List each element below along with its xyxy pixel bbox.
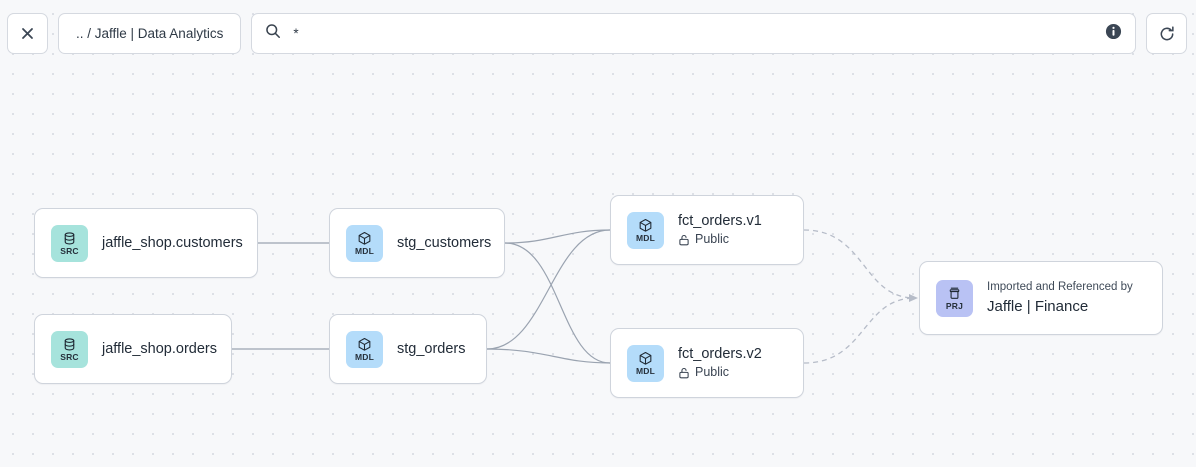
prj-badge: PRJ bbox=[936, 279, 973, 317]
toolbar: .. / Jaffle | Data Analytics bbox=[7, 13, 1187, 54]
cube-icon bbox=[357, 337, 372, 353]
src-badge-label: SRC bbox=[60, 245, 79, 256]
node-title: stg_customers bbox=[397, 234, 492, 251]
node-body: stg_orders bbox=[397, 340, 466, 358]
node-body: fct_orders.v1 Public bbox=[678, 212, 762, 248]
edge-stg-customers-to-fct-v2 bbox=[504, 242, 611, 364]
node-title: Jaffle | Finance bbox=[987, 297, 1089, 315]
node-title: jaffle_shop.customers bbox=[102, 234, 243, 251]
unlock-icon bbox=[678, 234, 690, 246]
search-icon bbox=[265, 23, 281, 44]
database-icon bbox=[62, 231, 77, 247]
node-access: Public bbox=[678, 365, 762, 381]
src-badge: SRC bbox=[51, 330, 88, 368]
mdl-badge: MDL bbox=[627, 211, 664, 249]
mdl-badge-label: MDL bbox=[635, 365, 655, 376]
node-title: fct_orders.v2 bbox=[678, 346, 762, 363]
node-body: stg_customers bbox=[397, 234, 492, 252]
mdl-badge: MDL bbox=[346, 224, 383, 262]
node-body: Imported and Referenced by Jaffle | Fina… bbox=[987, 280, 1133, 316]
graph-node-project-jaffle-finance[interactable]: PRJ Imported and Referenced by Jaffle | … bbox=[919, 261, 1163, 335]
project-icon bbox=[947, 286, 962, 302]
refresh-icon bbox=[1158, 25, 1176, 43]
graph-node-fct-orders-v1[interactable]: MDL fct_orders.v1 Public bbox=[610, 195, 804, 265]
unlock-icon bbox=[678, 367, 690, 379]
graph-node-src-orders[interactable]: SRC jaffle_shop.orders bbox=[34, 314, 232, 384]
search-input[interactable] bbox=[293, 14, 1093, 53]
mdl-badge-label: MDL bbox=[354, 351, 374, 362]
node-title: fct_orders.v1 bbox=[678, 213, 762, 230]
src-badge-label: SRC bbox=[60, 351, 79, 362]
node-body: jaffle_shop.customers bbox=[102, 234, 243, 252]
info-icon[interactable] bbox=[1105, 23, 1122, 45]
graph-node-stg-customers[interactable]: MDL stg_customers bbox=[329, 208, 505, 278]
node-body: fct_orders.v2 Public bbox=[678, 345, 762, 381]
mdl-badge: MDL bbox=[346, 330, 383, 368]
graph-node-stg-orders[interactable]: MDL stg_orders bbox=[329, 314, 487, 384]
node-title: jaffle_shop.orders bbox=[102, 340, 218, 357]
breadcrumb-label: .. / Jaffle | Data Analytics bbox=[76, 26, 224, 41]
mdl-badge: MDL bbox=[627, 344, 664, 382]
node-kicker: Imported and Referenced by bbox=[987, 280, 1133, 293]
database-icon bbox=[62, 337, 77, 353]
search-field[interactable] bbox=[251, 13, 1136, 54]
close-icon bbox=[20, 26, 35, 41]
cube-icon bbox=[638, 218, 653, 234]
node-access-label: Public bbox=[695, 365, 730, 380]
cube-icon bbox=[638, 351, 653, 367]
graph-node-src-customers[interactable]: SRC jaffle_shop.customers bbox=[34, 208, 258, 278]
graph-node-fct-orders-v2[interactable]: MDL fct_orders.v2 Public bbox=[610, 328, 804, 398]
breadcrumb[interactable]: .. / Jaffle | Data Analytics bbox=[58, 13, 242, 54]
node-access-label: Public bbox=[695, 232, 730, 247]
refresh-button[interactable] bbox=[1146, 13, 1187, 54]
edge-stg-orders-to-fct-v2 bbox=[486, 348, 611, 364]
close-button[interactable] bbox=[7, 13, 48, 54]
prj-badge-label: PRJ bbox=[945, 300, 964, 311]
mdl-badge-label: MDL bbox=[354, 245, 374, 256]
node-title: stg_orders bbox=[397, 340, 466, 357]
node-access: Public bbox=[678, 232, 762, 248]
edge-fct-v1-to-prj bbox=[803, 229, 916, 299]
mdl-badge-label: MDL bbox=[635, 232, 655, 243]
edge-stg-customers-to-fct-v1 bbox=[504, 229, 611, 244]
edge-arrowhead-prj bbox=[909, 294, 918, 302]
edge-fct-v2-to-prj bbox=[803, 297, 916, 364]
cube-icon bbox=[357, 231, 372, 247]
edge-stg-orders-to-fct-v1 bbox=[486, 229, 611, 350]
src-badge: SRC bbox=[51, 224, 88, 262]
node-body: jaffle_shop.orders bbox=[102, 340, 218, 358]
